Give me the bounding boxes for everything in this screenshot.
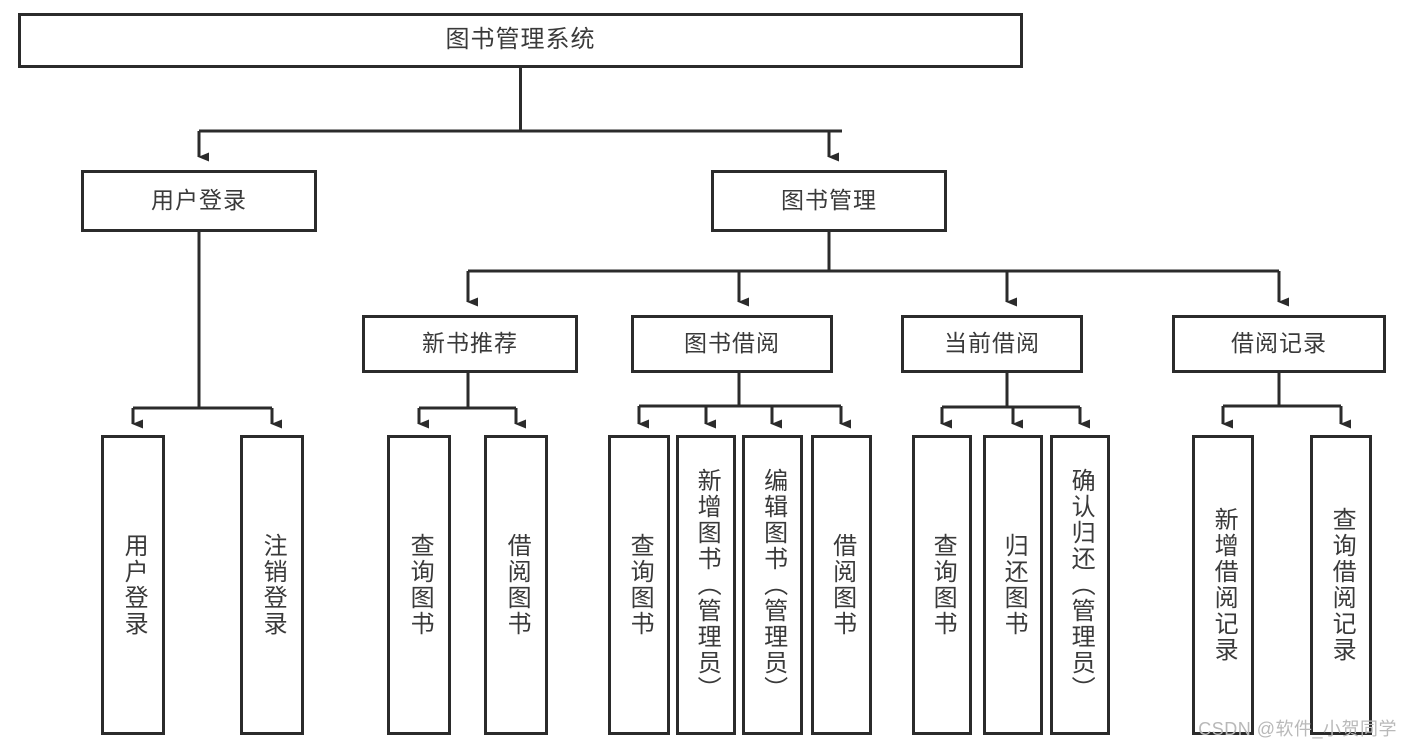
node-leaf-query-borrow-record[interactable]: 查询借阅记录 (1310, 435, 1372, 735)
node-leaf-add-borrow-record[interactable]: 新增借阅记录 (1192, 435, 1254, 735)
node-leaf-borrow-book[interactable]: 借阅图书 (811, 435, 872, 735)
node-label: 查询图书 (929, 533, 957, 637)
node-label: 确认归还（管理员） (1067, 468, 1095, 702)
node-label: 图书借阅 (684, 330, 780, 357)
node-label: 查询借阅记录 (1328, 507, 1356, 663)
node-new-book-recommend[interactable]: 新书推荐 (362, 315, 578, 373)
node-label: 图书管理系统 (445, 26, 596, 54)
node-label: 注销登录 (259, 533, 287, 637)
node-user-login[interactable]: 用户登录 (81, 170, 317, 232)
node-leaf-add-book[interactable]: 新增图书（管理员） (676, 435, 736, 735)
node-leaf-query-book-borrow[interactable]: 查询图书 (608, 435, 670, 735)
node-root-book-management-system[interactable]: 图书管理系统 (18, 13, 1023, 68)
node-label: 查询图书 (406, 533, 434, 637)
node-leaf-confirm-return[interactable]: 确认归还（管理员） (1050, 435, 1110, 735)
node-current-borrow[interactable]: 当前借阅 (901, 315, 1083, 373)
node-label: 当前借阅 (944, 330, 1040, 357)
node-label: 查询图书 (626, 533, 654, 637)
node-leaf-query-book-recommend[interactable]: 查询图书 (387, 435, 451, 735)
node-label: 新增图书（管理员） (693, 468, 721, 702)
node-label: 借阅记录 (1231, 330, 1327, 357)
node-borrow-record[interactable]: 借阅记录 (1172, 315, 1386, 373)
node-label: 借阅图书 (828, 533, 856, 637)
node-leaf-user-login[interactable]: 用户登录 (101, 435, 165, 735)
node-label: 归还图书 (1000, 533, 1028, 637)
csdn-watermark: CSDN @软件_小贺同学 (1198, 719, 1397, 739)
node-leaf-borrow-book-recommend[interactable]: 借阅图书 (484, 435, 548, 735)
node-leaf-query-book-current[interactable]: 查询图书 (912, 435, 972, 735)
node-label: 图书管理 (781, 187, 877, 214)
node-book-borrow[interactable]: 图书借阅 (631, 315, 833, 373)
node-label: 新增借阅记录 (1210, 507, 1238, 663)
node-label: 新书推荐 (422, 330, 518, 357)
node-leaf-return-book[interactable]: 归还图书 (983, 435, 1043, 735)
node-leaf-user-logout[interactable]: 注销登录 (240, 435, 304, 735)
node-leaf-edit-book[interactable]: 编辑图书（管理员） (742, 435, 803, 735)
node-label: 用户登录 (151, 187, 247, 214)
node-label: 借阅图书 (503, 533, 531, 637)
node-book-management[interactable]: 图书管理 (711, 170, 947, 232)
node-label: 编辑图书（管理员） (759, 468, 787, 702)
node-label: 用户登录 (120, 533, 148, 637)
